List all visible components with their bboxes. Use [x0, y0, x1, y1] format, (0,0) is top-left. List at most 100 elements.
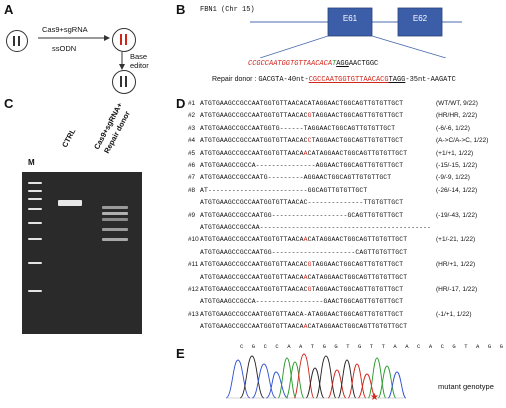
sequence-part: TAGGAACTGGCAGTTGTGTTGCT: [311, 286, 404, 293]
target-mutation-base: T: [332, 60, 337, 68]
sequence-part: ATGTGAAGCCGCCAATGGTGTTAACA: [200, 236, 304, 244]
chromatogram-bases: C G C C A A T G G T G T T A A C A C G T …: [240, 343, 506, 350]
sequence-part: ATGTGAAGCCGCCAATGG-------------------GCA…: [200, 211, 404, 219]
sequence-row: ATGTGAAGCCGCCAATG---------AGGAACTGGCAGTT…: [200, 174, 391, 181]
row-number: #12: [188, 286, 199, 293]
sequence-part: TAGGAACTGGCAGTTGTGTTGCT: [311, 112, 404, 120]
sequence-row: ATGTGAAGCCGCCAATGGTGTTAACAACATAGGAACTGGC…: [200, 274, 407, 281]
ssodn-label: ssODN: [52, 44, 77, 53]
ladder-band: [28, 198, 42, 200]
sequence-row: AT-------------------------GGCAGTTGTGTTG…: [200, 187, 367, 194]
treated-band: [102, 228, 128, 231]
sequence-part: TAGGAACTGGCAGTTGTGTTGCT: [311, 137, 404, 145]
treated-band: [102, 238, 128, 241]
mutated-base: A: [303, 273, 308, 281]
row-number: #4: [188, 137, 196, 145]
ladder-band: [28, 238, 42, 240]
sequence-part: CATAGGAACTGGCAGTTGTGTTGCT: [307, 236, 408, 244]
sequence-part: ATGTGAAGCCGCCAATGGTGTTAACAC: [200, 286, 308, 293]
sequence-part: TAGGAACTGGCAGTTGTGTTGCT: [311, 261, 404, 269]
sequence-part: TAGGAACTGGCAGTTGTGTTGCT: [311, 310, 404, 318]
sequence-row: ATGTGAAGCCGCCA---------------AGGAACTGGCA…: [200, 162, 403, 169]
exon-e61: E61: [342, 14, 358, 23]
sequence-row: ATGTGAAGCCGCCAATGG-------------------GCA…: [200, 212, 403, 219]
panel-a-label: A: [4, 2, 14, 17]
genotype-annotation: (-26/-14, 1/22): [436, 186, 478, 194]
panel-e-label: E: [176, 346, 185, 361]
sequence-part: AT-------------------------GGCAGTTGTGTTG…: [200, 186, 368, 194]
sequence-row: ATGTGAAGCCGCCAATGGTGTTAACAACATAGGAACTGGC…: [200, 150, 407, 157]
wildtype-cell-icon: [6, 30, 28, 52]
sequence-part: ATGTGAAGCCGCCAATGG---------------------C…: [200, 248, 408, 256]
base-editor-label-2: editor: [130, 61, 149, 70]
mutated-base: G: [307, 112, 312, 120]
sequence-row: ATGTGAAGCCGCCAATGGTGTTAACACATAGGAACTGGCA…: [200, 100, 403, 107]
sequence-row: ATGTGAAGCCGCCAATGG---------------------C…: [200, 249, 407, 256]
sequence-row: ATGTGAAGCCGCCA-----------------GAACTGGCA…: [200, 298, 403, 305]
genotype-annotation: (-9/-9, 1/22): [436, 174, 470, 182]
sequence-part: ATGTGAAGCCGCCAATGGTGTTAACAC: [200, 261, 308, 269]
genotype-annotation: (HR/-17, 1/22): [436, 286, 478, 293]
genotype-annotation: (HR/+1, 1/22): [436, 261, 476, 269]
mutated-base: A: [303, 236, 308, 244]
panel-c-label: C: [4, 96, 14, 111]
sequence-row: ATGTGAAGCCGCCAATGGTG------TAGGAACTGGCAGT…: [200, 125, 395, 132]
genotype-annotation: (A->C/A->C, 1/22): [436, 137, 489, 145]
sequence-part: ATGTGAAGCCGCCAATGGTGTTAACA: [200, 323, 304, 331]
cas9-sgrna-label: Cas9+sgRNA: [42, 25, 88, 34]
sequence-part: ATGTGAAGCCGCCA---------------AGGAACTGGCA…: [200, 162, 404, 169]
sequence-row: ATGTGAAGCCGCCAATGGTGTTAACACGTAGGAACTGGCA…: [200, 112, 403, 119]
sequence-row: ATGTGAAGCCGCCAA-------------------------…: [200, 224, 431, 231]
target-suffix: AACTGGC: [348, 60, 379, 68]
sequence-row: ATGTGAAGCCGCCAATGGTGTTAACAC-------------…: [200, 199, 403, 206]
target-protospacer: CGCCAATGGTGTTAACACA: [252, 60, 333, 68]
sequence-row: ATGTGAAGCCGCCAATGGTGTTAACACGTAGGAACTGGCA…: [200, 286, 403, 293]
mutated-base: C: [307, 137, 312, 145]
sequence-part: ATGTGAAGCCGCCAATGGTGTTAACA: [200, 149, 304, 157]
row-number: #6: [188, 162, 196, 169]
sequence-row: ATGTGAAGCCGCCAATGGTGTTAACACGTAGGAACTGGCA…: [200, 261, 403, 268]
sequence-row: ATGTGAAGCCGCCAATGGTGTTAACACCTAGGAACTGGCA…: [200, 137, 403, 144]
donor-pam: TAGG: [388, 76, 406, 84]
sequence-part: CATAGGAACTGGCAGTTGTGTTGCT: [307, 273, 408, 281]
mutation-star-icon: ★: [370, 392, 379, 403]
sequence-part: ATGTGAAGCCGCCAATGGTGTTAACA-A: [200, 310, 312, 318]
row-number: #1: [188, 100, 196, 107]
genotype-annotation: (-19/-43, 1/22): [436, 211, 478, 219]
sequence-part: ATGTGAAGCCGCCAATGGTGTTAACACAT: [200, 100, 316, 107]
sequence-part: ATGTGAAGCCGCCAATG---------AGGAACTGGCAGTT…: [200, 174, 392, 182]
treated-band: [102, 212, 128, 215]
gel-image: [22, 172, 142, 334]
mutated-base: G: [307, 261, 312, 269]
ladder-band: [28, 290, 42, 292]
gene-structure: [250, 7, 462, 58]
ladder-band: [28, 262, 42, 264]
marker-label: M: [28, 158, 35, 167]
ctrl-band: [58, 200, 82, 206]
genotype-annotation: (+1/+1, 1/22): [436, 149, 474, 157]
target-prefix: C: [248, 60, 253, 68]
sequence-row: ATGTGAAGCCGCCAATGGTGTTAACAACATAGGAACTGGC…: [200, 323, 407, 330]
donor-left-arm: GACGTA-40nt-: [258, 76, 309, 84]
genotype-annotation: (-15/-15, 1/22): [436, 162, 478, 169]
sequence-part: AGGAACTGGCAGTTGTGTTGCT: [315, 100, 404, 107]
sequence-part: CATAGGAACTGGCAGTTGTGTTGCT: [307, 323, 408, 331]
row-number: #5: [188, 149, 196, 157]
treated-band: [102, 218, 128, 221]
sequence-part: ATGTGAAGCCGCCAATGGTGTTAACAC: [200, 112, 308, 120]
sequence-part: CATAGGAACTGGCAGTTGTGTTGCT: [307, 149, 408, 157]
base-editor-label-1: Base: [130, 52, 148, 61]
sequence-part: ATGTGAAGCCGCCAATGGTG------TAGGAACTGGCAGT…: [200, 124, 396, 132]
genotype-annotation: (WT/WT, 9/22): [436, 100, 478, 107]
donor-right-arm: -35nt-AAGATC: [405, 76, 456, 84]
genotype-annotation: (HR/HR, 2/22): [436, 112, 478, 120]
exon-e62: E62: [412, 14, 428, 23]
gene-label: FBN1 (Chr 15): [200, 6, 255, 14]
mutant-genotype-caption: mutant genotype: [438, 382, 494, 391]
sequence-row: ATGTGAAGCCGCCAATGGTGTTAACAACATAGGAACTGGC…: [200, 236, 407, 243]
row-number: #13: [188, 310, 199, 318]
row-number: #11: [188, 261, 199, 269]
row-number: #2: [188, 112, 196, 120]
sequence-part: ATGTGAAGCCGCCAATGGTGTTAACAC-------------…: [200, 199, 404, 207]
